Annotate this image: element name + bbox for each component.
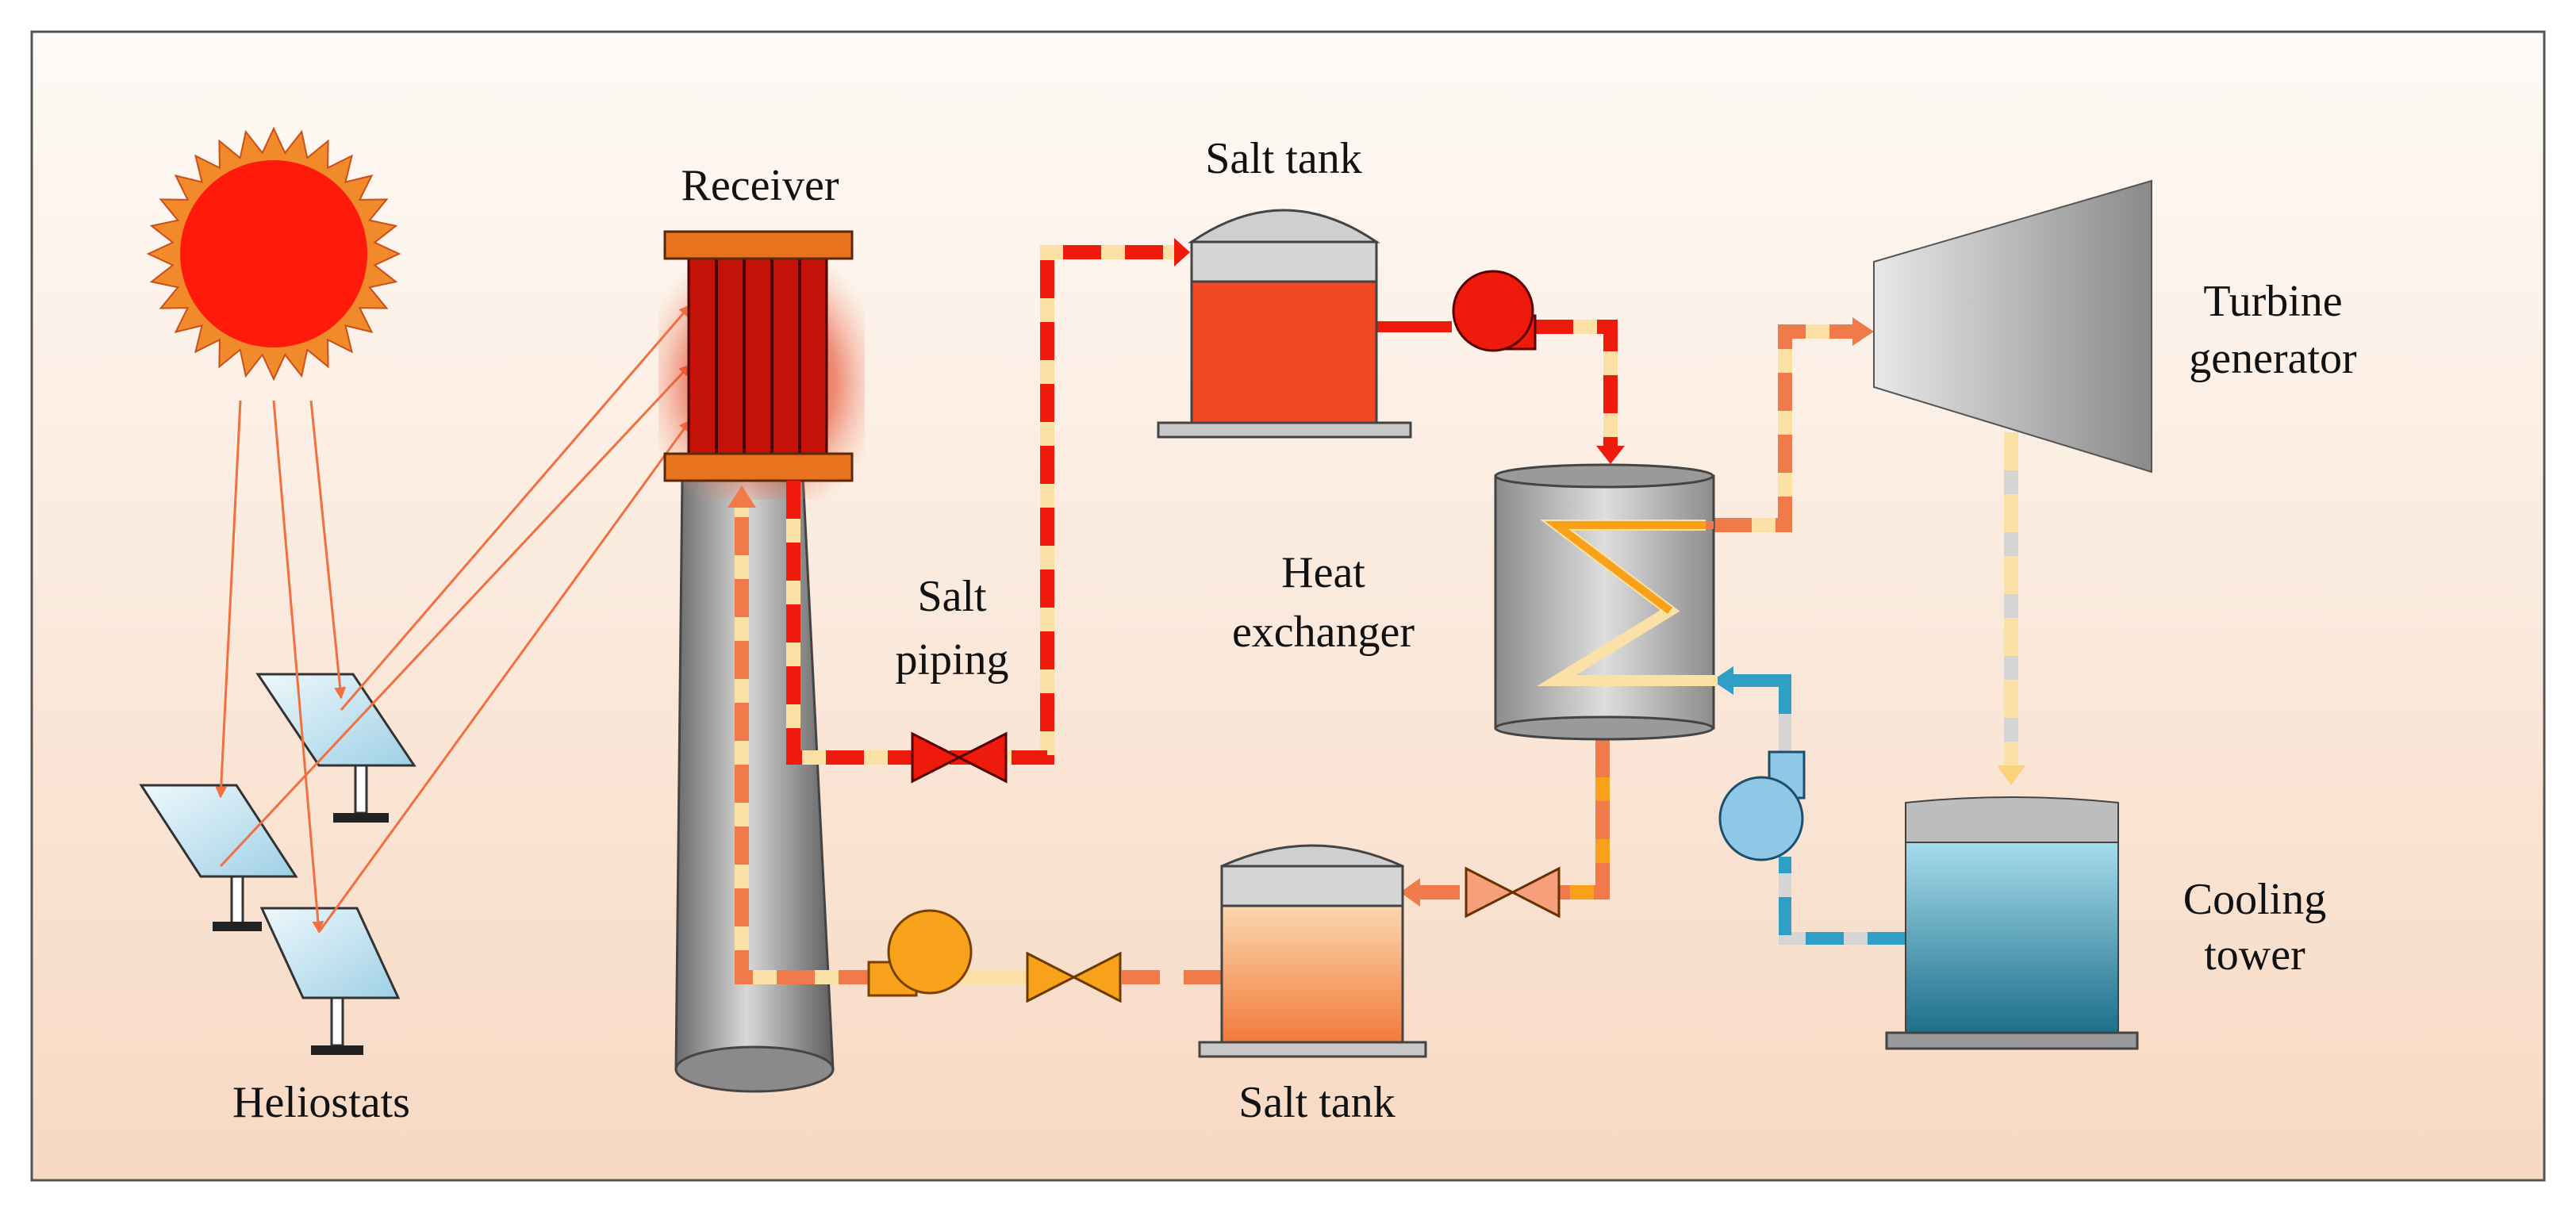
- salt-tank-cold-label: Salt tank: [1238, 1078, 1395, 1127]
- salt-piping-label-line1: Salt: [917, 572, 987, 621]
- hot-salt-valve-icon: [911, 731, 1008, 784]
- receiver: [658, 230, 865, 500]
- heat-exchanger-label-line1: Heat: [1281, 548, 1365, 597]
- heliostat-3: [259, 907, 401, 1055]
- hot-salt-pump-icon: [1452, 270, 1537, 352]
- heliostat-1: [255, 673, 417, 823]
- cold-salt-tank: [1198, 844, 1427, 1058]
- heat-exchanger-label-line2: exchanger: [1232, 608, 1415, 657]
- turbine-generator: [1873, 179, 2152, 474]
- turbine-label-line1: Turbine: [2203, 277, 2342, 326]
- heliostats-label: Heliostats: [232, 1078, 410, 1127]
- heliostat-2: [139, 784, 298, 931]
- hot-salt-tank: [1157, 209, 1412, 439]
- exchanger-valve-icon: [1465, 866, 1561, 919]
- cooling-label-line1: Cooling: [2183, 875, 2326, 924]
- cooling-tower: [1885, 796, 2139, 1050]
- sun-icon: [146, 126, 401, 382]
- salt-tank-hot-label: Salt tank: [1205, 134, 1362, 183]
- solar-rays: [215, 304, 692, 934]
- cold-salt-pump-icon: [867, 909, 973, 997]
- cold-salt-valve-icon: [1026, 951, 1122, 1003]
- receiver-label: Receiver: [681, 161, 839, 210]
- salt-piping-label-line2: piping: [895, 635, 1008, 685]
- turbine-label-line2: generator: [2189, 334, 2357, 383]
- cooling-label-line2: tower: [2204, 930, 2305, 980]
- heat-exchanger: [1494, 463, 1718, 741]
- water-pump-icon: [1718, 750, 1806, 861]
